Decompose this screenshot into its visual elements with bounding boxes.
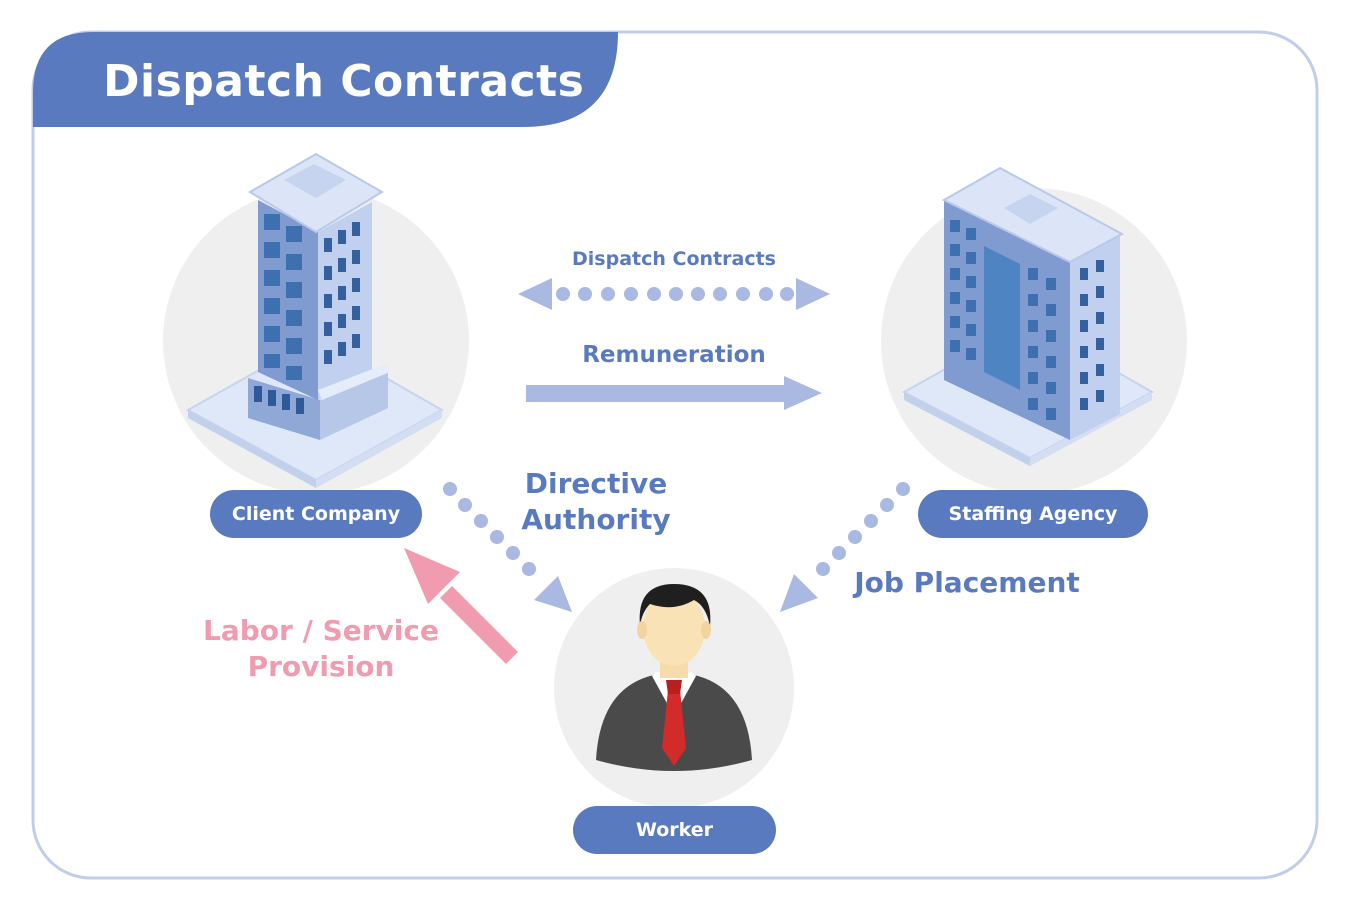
directive-authority-arrow: [443, 482, 572, 612]
directive-authority-line2: Authority: [521, 503, 671, 536]
worker-badge: Worker: [573, 806, 776, 854]
businessman-icon: [596, 584, 752, 771]
title-tab: [33, 32, 618, 127]
dispatch-contracts-label: Dispatch Contracts: [572, 248, 776, 270]
remuneration-arrow: [526, 376, 822, 410]
labor-provision-line1: Labor / Service: [203, 614, 439, 647]
client-company-badge: Client Company: [210, 490, 422, 538]
page-title: Dispatch Contracts: [103, 56, 585, 107]
directive-authority-label: Directive Authority: [496, 466, 696, 538]
office-tower-icon: [185, 152, 445, 488]
dispatch-contracts-arrow: [518, 278, 830, 310]
job-placement-label: Job Placement: [854, 566, 1080, 599]
labor-provision-label: Labor / Service Provision: [200, 613, 442, 685]
office-building-icon: [901, 166, 1155, 466]
directive-authority-line1: Directive: [524, 467, 668, 500]
labor-provision-line2: Provision: [247, 650, 395, 683]
job-placement-arrow: [780, 482, 910, 612]
staffing-agency-badge: Staffing Agency: [918, 490, 1148, 538]
remuneration-label: Remuneration: [582, 342, 766, 368]
labor-provision-arrow: [404, 548, 518, 664]
